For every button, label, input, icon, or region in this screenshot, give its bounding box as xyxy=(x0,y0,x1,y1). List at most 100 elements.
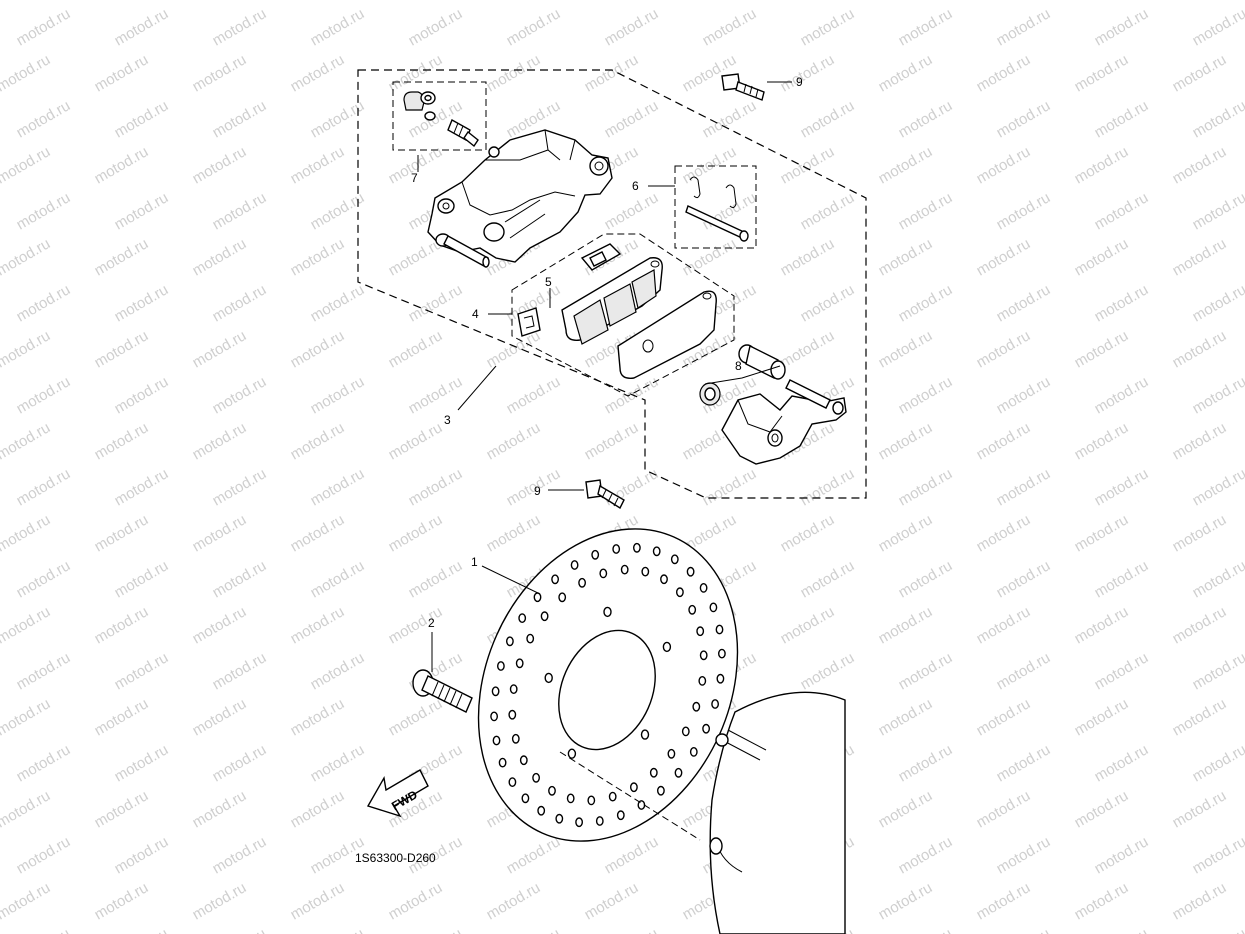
watermark-text: motod.ru xyxy=(994,741,1054,785)
bleed-screw-cap[interactable] xyxy=(403,91,436,111)
disc-vent-hole xyxy=(540,611,549,622)
watermark-text: motod.ru xyxy=(14,465,74,509)
callout-1: 1 xyxy=(471,555,478,569)
brake-pad-outer[interactable] xyxy=(617,290,717,379)
watermark-text: motod.ru xyxy=(1170,879,1230,923)
callout-4: 4 xyxy=(472,307,479,321)
callout-7: 7 xyxy=(411,171,418,185)
disc-vent-hole xyxy=(595,816,604,826)
watermark-text: motod.ru xyxy=(798,465,858,509)
bleed-screw[interactable] xyxy=(424,111,479,148)
watermark-text: motod.ru xyxy=(14,833,74,877)
watermark-text: motod.ru xyxy=(92,879,152,923)
watermark-text: motod.ru xyxy=(1072,787,1132,831)
disc-mounting-hole xyxy=(567,748,577,759)
watermark-text: motod.ru xyxy=(1190,97,1245,141)
watermark-text: motod.ru xyxy=(406,5,466,49)
watermark-text: motod.ru xyxy=(876,603,936,647)
watermark-text: motod.ru xyxy=(92,787,152,831)
caliper-boot-small[interactable] xyxy=(699,382,721,406)
watermark-text: motod.ru xyxy=(288,0,348,3)
pad-pin-clip-right[interactable] xyxy=(725,184,737,209)
disc-vent-hole xyxy=(630,782,638,793)
watermark-text: motod.ru xyxy=(876,787,936,831)
watermark-text: motod.ru xyxy=(210,97,270,141)
watermark-text: motod.ru xyxy=(210,557,270,601)
watermark-text: motod.ru xyxy=(680,143,740,187)
watermark-text: motod.ru xyxy=(974,0,1034,3)
watermark-text: motod.ru xyxy=(1190,833,1245,877)
disc-vent-hole xyxy=(570,560,579,570)
pad-pin[interactable] xyxy=(685,205,749,242)
watermark-text: motod.ru xyxy=(896,833,956,877)
disc-vent-hole xyxy=(578,577,586,588)
watermark-text: motod.ru xyxy=(0,879,53,923)
watermark-text: motod.ru xyxy=(288,879,348,923)
caliper-bolt-top[interactable] xyxy=(721,73,765,101)
watermark-text: motod.ru xyxy=(288,787,348,831)
watermark-text: motod.ru xyxy=(994,97,1054,141)
disc-vent-hole xyxy=(681,726,690,737)
watermark-text: motod.ru xyxy=(288,143,348,187)
disc-vent-hole xyxy=(515,658,524,669)
watermark-text: motod.ru xyxy=(974,143,1034,187)
watermark-text: motod.ru xyxy=(1190,5,1245,49)
watermark-text: motod.ru xyxy=(1170,0,1230,3)
disc-bolt[interactable] xyxy=(412,669,473,713)
watermark-text: motod.ru xyxy=(190,143,250,187)
watermark-text: motod.ru xyxy=(386,51,446,95)
watermark-text: motod.ru xyxy=(876,511,936,555)
watermark-text: motod.ru xyxy=(484,51,544,95)
watermark-text: motod.ru xyxy=(210,5,270,49)
caliper-slide-pin[interactable] xyxy=(443,235,490,268)
disc-vent-hole xyxy=(667,748,676,759)
watermark-text: motod.ru xyxy=(190,235,250,279)
disc-vent-hole xyxy=(670,554,679,565)
watermark-text: motod.ru xyxy=(896,465,956,509)
disc-vent-hole xyxy=(689,747,698,757)
disc-vent-hole xyxy=(652,546,661,557)
disc-vent-hole xyxy=(508,777,517,787)
brake-disc[interactable] xyxy=(431,487,786,882)
watermark-text: motod.ru xyxy=(994,189,1054,233)
watermark-text: motod.ru xyxy=(288,603,348,647)
watermark-text: motod.ru xyxy=(798,5,858,49)
watermark-text: motod.ru xyxy=(0,143,53,187)
watermark-text: motod.ru xyxy=(0,51,53,95)
callout-9-bottom: 9 xyxy=(534,484,541,498)
watermark-text: motod.ru xyxy=(582,879,642,923)
watermark-text: motod.ru xyxy=(1170,695,1230,739)
disc-vent-hole xyxy=(702,723,710,734)
watermark-text: motod.ru xyxy=(406,465,466,509)
watermark-text: motod.ru xyxy=(602,5,662,49)
caliper-bracket[interactable] xyxy=(721,379,847,465)
watermark-text: motod.ru xyxy=(1190,281,1245,325)
watermark-text: motod.ru xyxy=(14,649,74,693)
watermark-text: motod.ru xyxy=(210,833,270,877)
pad-spring[interactable] xyxy=(517,307,541,337)
watermark-text: motod.ru xyxy=(112,833,172,877)
watermark-text: motod.ru xyxy=(1170,511,1230,555)
pad-shim[interactable] xyxy=(580,243,622,271)
diagram-code: 1S63300-D260 xyxy=(355,851,436,865)
caliper-bolt-bottom[interactable] xyxy=(585,479,625,510)
brake-pad-inner[interactable] xyxy=(561,257,663,345)
watermark-text: motod.ru xyxy=(778,51,838,95)
disc-mounting-hole xyxy=(544,672,553,684)
watermark-text: motod.ru xyxy=(778,603,838,647)
watermark-text: motod.ru xyxy=(210,465,270,509)
watermark-text: motod.ru xyxy=(386,0,446,3)
watermark-text: motod.ru xyxy=(112,649,172,693)
caliper-boot[interactable] xyxy=(738,344,786,380)
watermark-text: motod.ru xyxy=(896,281,956,325)
disc-vent-hole xyxy=(718,648,726,659)
watermark-text: motod.ru xyxy=(0,511,53,555)
watermark-text: motod.ru xyxy=(288,695,348,739)
caliper-body[interactable] xyxy=(427,129,613,263)
pad-pin-clip-left[interactable] xyxy=(689,176,701,199)
watermark-text: motod.ru xyxy=(14,925,74,934)
watermark-text: motod.ru xyxy=(778,327,838,371)
disc-vent-hole xyxy=(699,650,708,661)
watermark-text: motod.ru xyxy=(0,603,53,647)
watermark-text: motod.ru xyxy=(1092,5,1152,49)
